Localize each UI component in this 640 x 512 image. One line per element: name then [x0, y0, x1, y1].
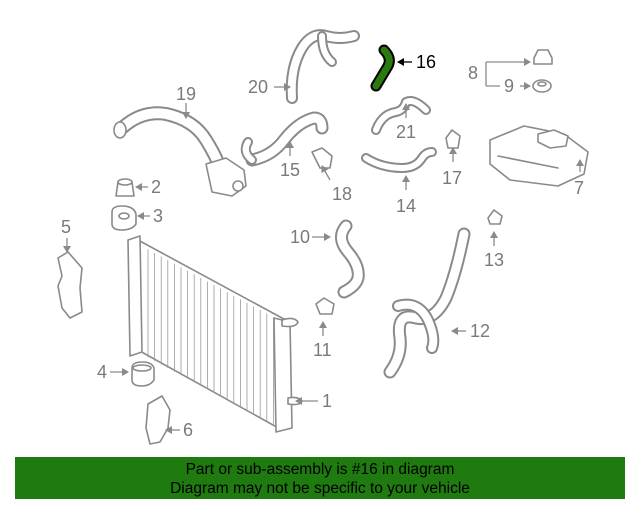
callout-13: 13: [484, 250, 504, 270]
clamp-17[interactable]: [445, 129, 461, 149]
callout-12: 12: [470, 321, 490, 341]
callout-16: 16: [416, 52, 436, 72]
callout-2: 2: [151, 177, 161, 197]
seal-9[interactable]: [532, 79, 552, 93]
callout-18: 18: [332, 184, 352, 204]
callout-17: 17: [442, 168, 462, 188]
clip-18[interactable]: [311, 147, 333, 169]
hose-10[interactable]: [335, 219, 365, 299]
callout-11: 11: [313, 340, 332, 360]
callout-6: 6: [183, 420, 193, 440]
cap-8[interactable]: [533, 49, 553, 65]
callout-14: 14: [396, 196, 416, 216]
callout-1: 1: [322, 391, 332, 411]
mount-4[interactable]: [131, 361, 155, 387]
hose-20[interactable]: [285, 29, 360, 104]
callout-7: 7: [574, 178, 584, 198]
clamp-11[interactable]: [315, 297, 335, 315]
parts-diagram: 1 2 3 4 5 6 7 8 9 10 11 12 13 14 15 16 1…: [57, 29, 589, 445]
hose-19[interactable]: [113, 106, 247, 197]
hose-12[interactable]: [383, 227, 471, 379]
banner-line-2: Diagram may not be specific to your vehi…: [170, 480, 470, 497]
expansion-tank-7[interactable]: [489, 125, 589, 187]
callout-5: 5: [61, 217, 71, 237]
bracket-6[interactable]: [145, 395, 171, 445]
info-banner: Part or sub-assembly is #16 in diagram D…: [15, 457, 625, 499]
hose-16-highlighted[interactable]: [370, 44, 395, 92]
callout-labels: 1 2 3 4 5 6 7 8 9 10 11 12 13 14 15 16 1…: [61, 52, 584, 440]
callout-3: 3: [153, 206, 163, 226]
bracket-5[interactable]: [57, 251, 83, 319]
callout-4: 4: [97, 362, 107, 382]
callout-20: 20: [248, 77, 268, 97]
mount-3[interactable]: [111, 205, 137, 231]
callout-8: 8: [468, 63, 478, 83]
callout-9: 9: [504, 76, 514, 96]
hose-14[interactable]: [361, 147, 437, 173]
radiator[interactable]: [127, 235, 303, 433]
grommet-2[interactable]: [115, 178, 135, 197]
hose-15[interactable]: [240, 111, 329, 167]
clamp-13[interactable]: [487, 209, 503, 225]
banner-line-1: Part or sub-assembly is #16 in diagram: [185, 461, 455, 478]
callout-19: 19: [176, 84, 196, 104]
callout-21: 21: [396, 122, 416, 142]
callout-10: 10: [290, 227, 310, 247]
callout-15: 15: [280, 160, 300, 180]
leader-lines: [63, 58, 584, 434]
